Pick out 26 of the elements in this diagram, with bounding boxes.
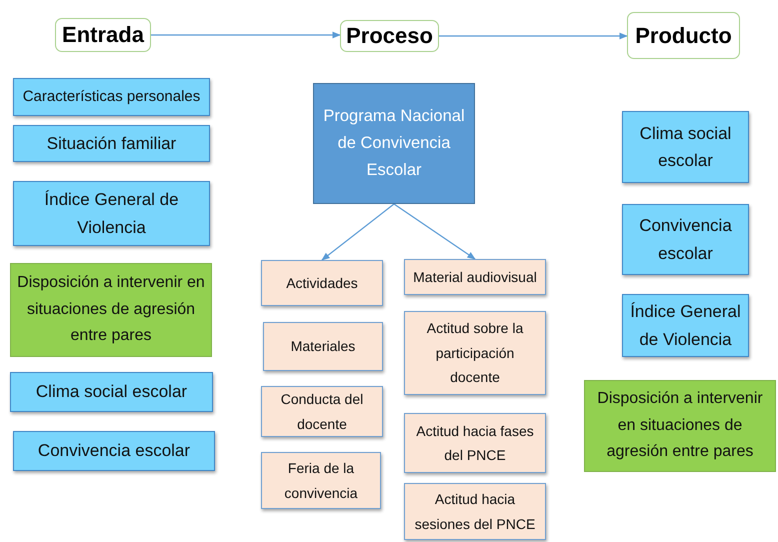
process-box: Convivencia escolar [622, 204, 749, 275]
process-box: Actitud sobre la participación docente [404, 311, 546, 395]
header-box: Producto [627, 12, 740, 59]
process-box: Disposición a intervenir en situaciones de agresión entre pares [10, 263, 212, 357]
process-box: Materiales [263, 322, 383, 371]
process-box: Disposición a intervenir en situaciones de agresión entre pares [584, 380, 776, 472]
process-box: Clima social escolar [10, 372, 213, 412]
arrow [439, 32, 628, 40]
process-box: Clima social escolar [622, 111, 749, 183]
process-box: Material audiovisual [404, 259, 546, 295]
process-box: Índice General de Violencia [622, 294, 749, 357]
process-box: Características personales [13, 78, 210, 116]
process-box: Programa Nacional de Convivencia Escolar [313, 83, 475, 204]
process-box: Situación familiar [13, 125, 210, 162]
process-box: Actitud hacia sesiones del PNCE [404, 483, 546, 540]
arrow [151, 32, 341, 38]
arrow [394, 204, 476, 260]
process-box: Conducta del docente [261, 386, 383, 437]
header-box: Entrada [55, 18, 151, 52]
process-box: Actitud hacia fases del PNCE [404, 413, 546, 473]
process-box: Feria de la convivencia [261, 452, 381, 509]
arrow [321, 204, 394, 261]
process-box: Índice General de Violencia [13, 181, 210, 246]
process-box: Actividades [261, 260, 383, 306]
process-box: Convivencia escolar [13, 431, 215, 471]
header-box: Proceso [340, 20, 439, 52]
